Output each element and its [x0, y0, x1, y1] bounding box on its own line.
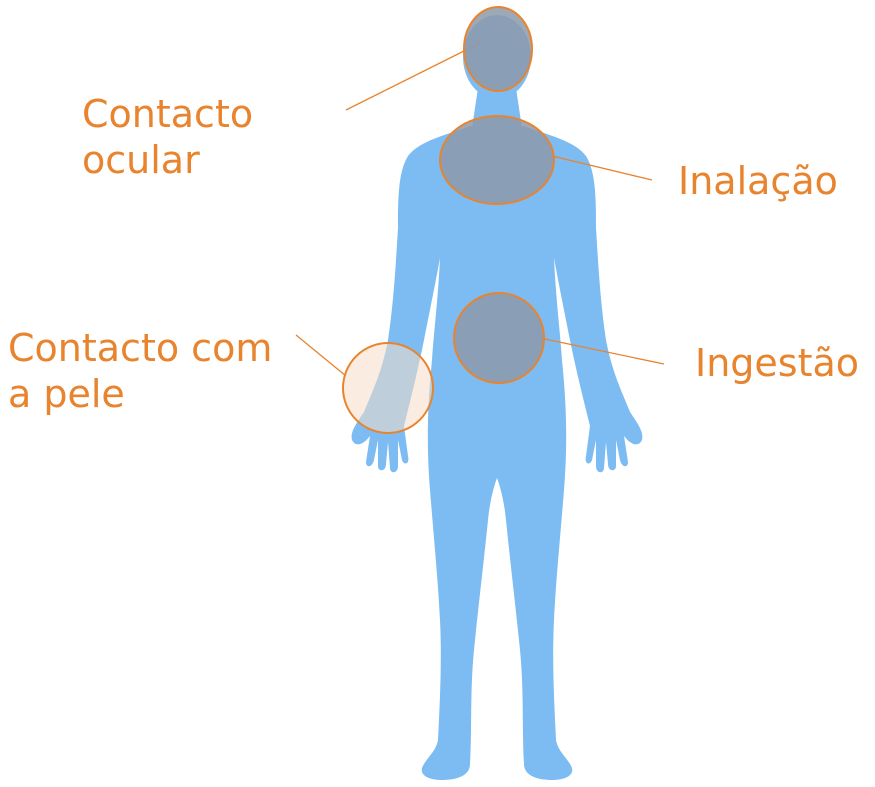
- label-skin-contact: Contacto com a pele: [8, 325, 272, 417]
- label-ingestion: Ingestão: [695, 341, 860, 385]
- label-eye-contact-line1: Contacto: [82, 92, 254, 136]
- label-skin-contact-line2: a pele: [8, 372, 125, 416]
- leader-line-ingestion: [539, 337, 665, 365]
- highlight-head: [463, 6, 533, 92]
- leader-lines: [295, 41, 665, 377]
- exposure-highlights: [342, 6, 555, 434]
- highlight-hand: [342, 342, 434, 434]
- highlight-chest: [439, 115, 555, 205]
- label-eye-contact: Contacto ocular: [82, 91, 253, 183]
- label-skin-contact-line1: Contacto com: [8, 326, 273, 370]
- highlight-abdomen: [453, 292, 545, 384]
- leader-line-skin-contact: [295, 334, 347, 377]
- leader-line-inhalation: [551, 155, 653, 181]
- label-inhalation: Inalação: [678, 159, 838, 203]
- label-eye-contact-line2: ocular: [82, 138, 200, 182]
- leader-line-eye-contact: [345, 41, 483, 111]
